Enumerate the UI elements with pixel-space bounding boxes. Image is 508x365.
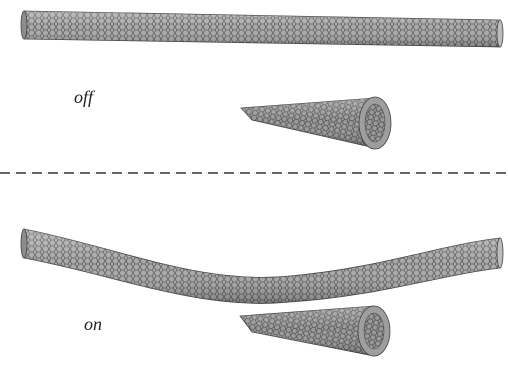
on-bent-nanotube: [21, 229, 503, 303]
state-label-off: off: [74, 88, 93, 106]
off-nanocone: [241, 97, 391, 149]
off-straight-nanotube: [21, 11, 503, 47]
state-label-on: on: [84, 315, 102, 333]
on-nanocone: [240, 306, 390, 356]
